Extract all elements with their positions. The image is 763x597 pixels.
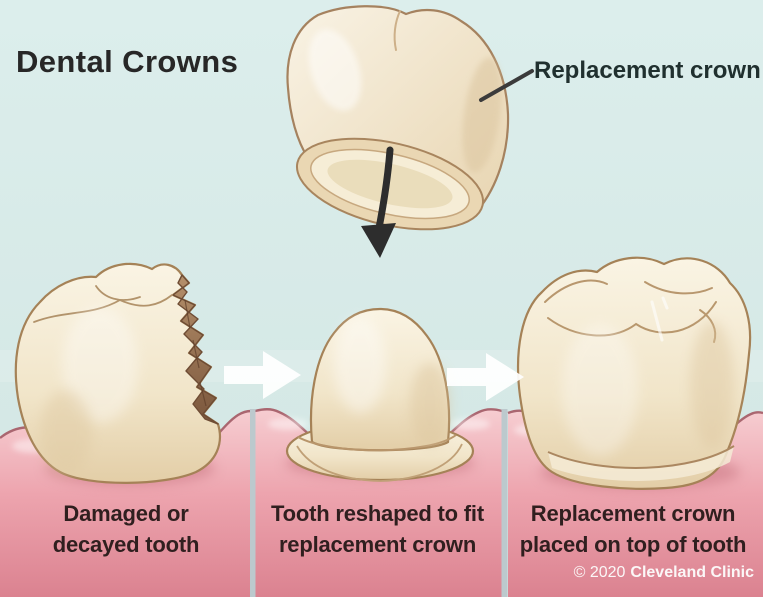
replacement-crown-label: Replacement crown xyxy=(534,57,761,84)
crown-margin-line xyxy=(547,445,735,469)
crown-highlight xyxy=(308,29,362,111)
down-arrow-icon xyxy=(361,146,396,258)
tooth3-highlight xyxy=(562,324,638,456)
caption-line-1: Tooth reshaped to fit xyxy=(271,501,484,526)
step-caption-damaged-tooth: Damaged or decayed tooth xyxy=(0,498,252,560)
step-arrow-icon-2 xyxy=(447,353,524,401)
caption-line-2: decayed tooth xyxy=(52,532,200,557)
reshaped-tooth-illustration xyxy=(285,307,475,482)
crowned-tooth-illustration xyxy=(517,256,752,490)
reshaped-tooth-base-line xyxy=(297,434,457,452)
step-caption-reshaped-tooth: Tooth reshaped to fit replacement crown xyxy=(250,498,505,560)
tooth3-sparkle xyxy=(650,296,669,342)
tooth1-shading xyxy=(40,390,92,474)
copyright-year: © 2020 xyxy=(573,564,626,581)
caption-line-1: Damaged or xyxy=(63,501,189,526)
tooth1-highlight xyxy=(62,307,138,423)
caption-line-2: placed on top of tooth xyxy=(519,532,747,557)
tooth2-highlight xyxy=(334,317,386,413)
gum-sheen-2a xyxy=(268,418,308,430)
crown-shading xyxy=(462,57,502,173)
gum-sheen-2b xyxy=(450,418,490,430)
reshaped-tooth-collar-inner-line xyxy=(296,443,463,482)
caption-line-1: Replacement crown xyxy=(530,501,736,526)
tooth2-shading xyxy=(410,363,450,447)
tooth3-shading xyxy=(690,321,734,449)
page-title: Dental Crowns xyxy=(16,44,239,79)
damaged-tooth-illustration xyxy=(14,262,222,484)
copyright-brand: Cleveland Clinic xyxy=(630,564,754,581)
crack-lines xyxy=(33,285,173,323)
step-arrow-icon-1 xyxy=(224,351,301,399)
decay-texture-lines xyxy=(184,299,207,407)
replacement-crown-illustration xyxy=(286,5,510,231)
crown-cavity-shadow xyxy=(327,159,453,209)
caption-line-2: replacement crown xyxy=(278,532,477,557)
crown-lobe-cleft xyxy=(393,10,401,51)
panel-divider-2 xyxy=(501,409,508,597)
label-leader-line xyxy=(479,69,534,102)
panel-divider-1 xyxy=(250,409,256,597)
crown-margin-band xyxy=(548,446,734,481)
step-caption-crown-placed: Replacement crown placed on top of tooth xyxy=(503,498,763,560)
